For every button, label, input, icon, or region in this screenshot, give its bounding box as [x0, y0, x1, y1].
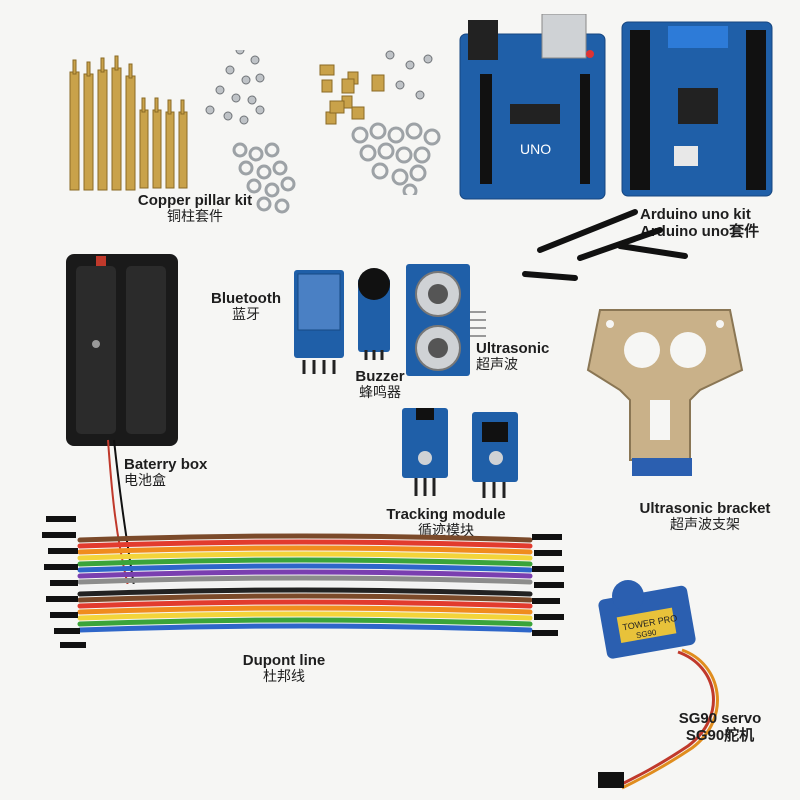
- motor-shield-svg: [621, 21, 773, 197]
- dupont-svg: [42, 439, 564, 648]
- tracking-modules: [398, 404, 528, 504]
- label-servo-cn: SG90舵机: [685, 727, 755, 745]
- servo-svg: TOWER PRO SG90: [598, 580, 719, 790]
- buzzer-module: [352, 262, 396, 362]
- label-copper-cn: 铜柱套件: [167, 209, 223, 226]
- label-battery-en: Baterry box: [124, 456, 208, 473]
- arduino-uno-board: UNO: [450, 14, 610, 204]
- pin-headers-svg: [522, 209, 688, 281]
- label-bracket-cn: 超声波支架: [670, 517, 740, 534]
- label-bluetooth: Bluetooth 蓝牙: [196, 290, 296, 323]
- label-arduino-uno-kit: Arduino uno kit Arduino uno套件: [640, 206, 800, 241]
- arduino-uno-svg: UNO: [459, 14, 606, 200]
- motor-shield-board: [618, 18, 778, 200]
- label-ultrasonic-cn: 超声波: [476, 357, 518, 374]
- ultrasonic-module: [404, 262, 490, 382]
- label-servo-en: SG90 servo: [678, 710, 762, 727]
- copper-pillar-kit-2: [300, 45, 450, 195]
- label-dupont-cn: 杜邦线: [263, 669, 305, 686]
- copper-pillar-kit: [60, 50, 370, 220]
- uno-board-text: UNO: [520, 141, 551, 157]
- dupont-line: [40, 436, 570, 656]
- bluetooth-module: [290, 268, 348, 378]
- label-ultrasonic: Ultrasonic 超声波: [476, 340, 566, 373]
- label-copper-en: Copper pillar kit: [137, 192, 253, 209]
- label-sg90-servo: SG90 servo SG90舵机: [650, 710, 790, 745]
- label-buzzer-cn: 蜂鸣器: [359, 385, 401, 402]
- label-ultrasonic-bracket: Ultrasonic bracket 超声波支架: [620, 500, 790, 533]
- copper-pillars-svg-2: [319, 50, 441, 195]
- ultrasonic-bracket: [580, 290, 750, 490]
- label-tracking-en: Tracking module: [386, 506, 506, 523]
- buzzer-svg: [358, 268, 390, 360]
- label-battery-box: Baterry box 电池盒: [124, 456, 234, 489]
- label-arduino-cn: Arduino uno套件: [640, 223, 760, 241]
- label-buzzer: Buzzer 蜂鸣器: [340, 368, 420, 401]
- label-battery-cn: 电池盒: [124, 473, 166, 490]
- label-bracket-en: Ultrasonic bracket: [639, 500, 771, 517]
- copper-pillars-svg: [69, 50, 359, 214]
- battery-box-svg: [66, 254, 178, 446]
- label-dupont-en: Dupont line: [242, 652, 326, 669]
- pin-headers: [520, 200, 700, 300]
- label-bluetooth-cn: 蓝牙: [232, 307, 260, 324]
- tracking-svg: [402, 408, 518, 498]
- bluetooth-svg: [294, 270, 344, 374]
- label-ultrasonic-en: Ultrasonic: [476, 340, 550, 357]
- label-dupont-line: Dupont line 杜邦线: [224, 652, 344, 685]
- label-arduino-en: Arduino uno kit: [640, 206, 751, 223]
- sg90-servo: TOWER PRO SG90: [578, 556, 748, 796]
- servo-model-text: SG90: [635, 628, 657, 641]
- ultrasonic-svg: [406, 264, 486, 376]
- label-copper-pillar-kit: Copper pillar kit 铜柱套件: [120, 192, 270, 225]
- battery-box: [62, 248, 182, 448]
- bracket-svg: [586, 309, 744, 476]
- label-bluetooth-en: Bluetooth: [211, 290, 281, 307]
- label-buzzer-en: Buzzer: [355, 368, 405, 385]
